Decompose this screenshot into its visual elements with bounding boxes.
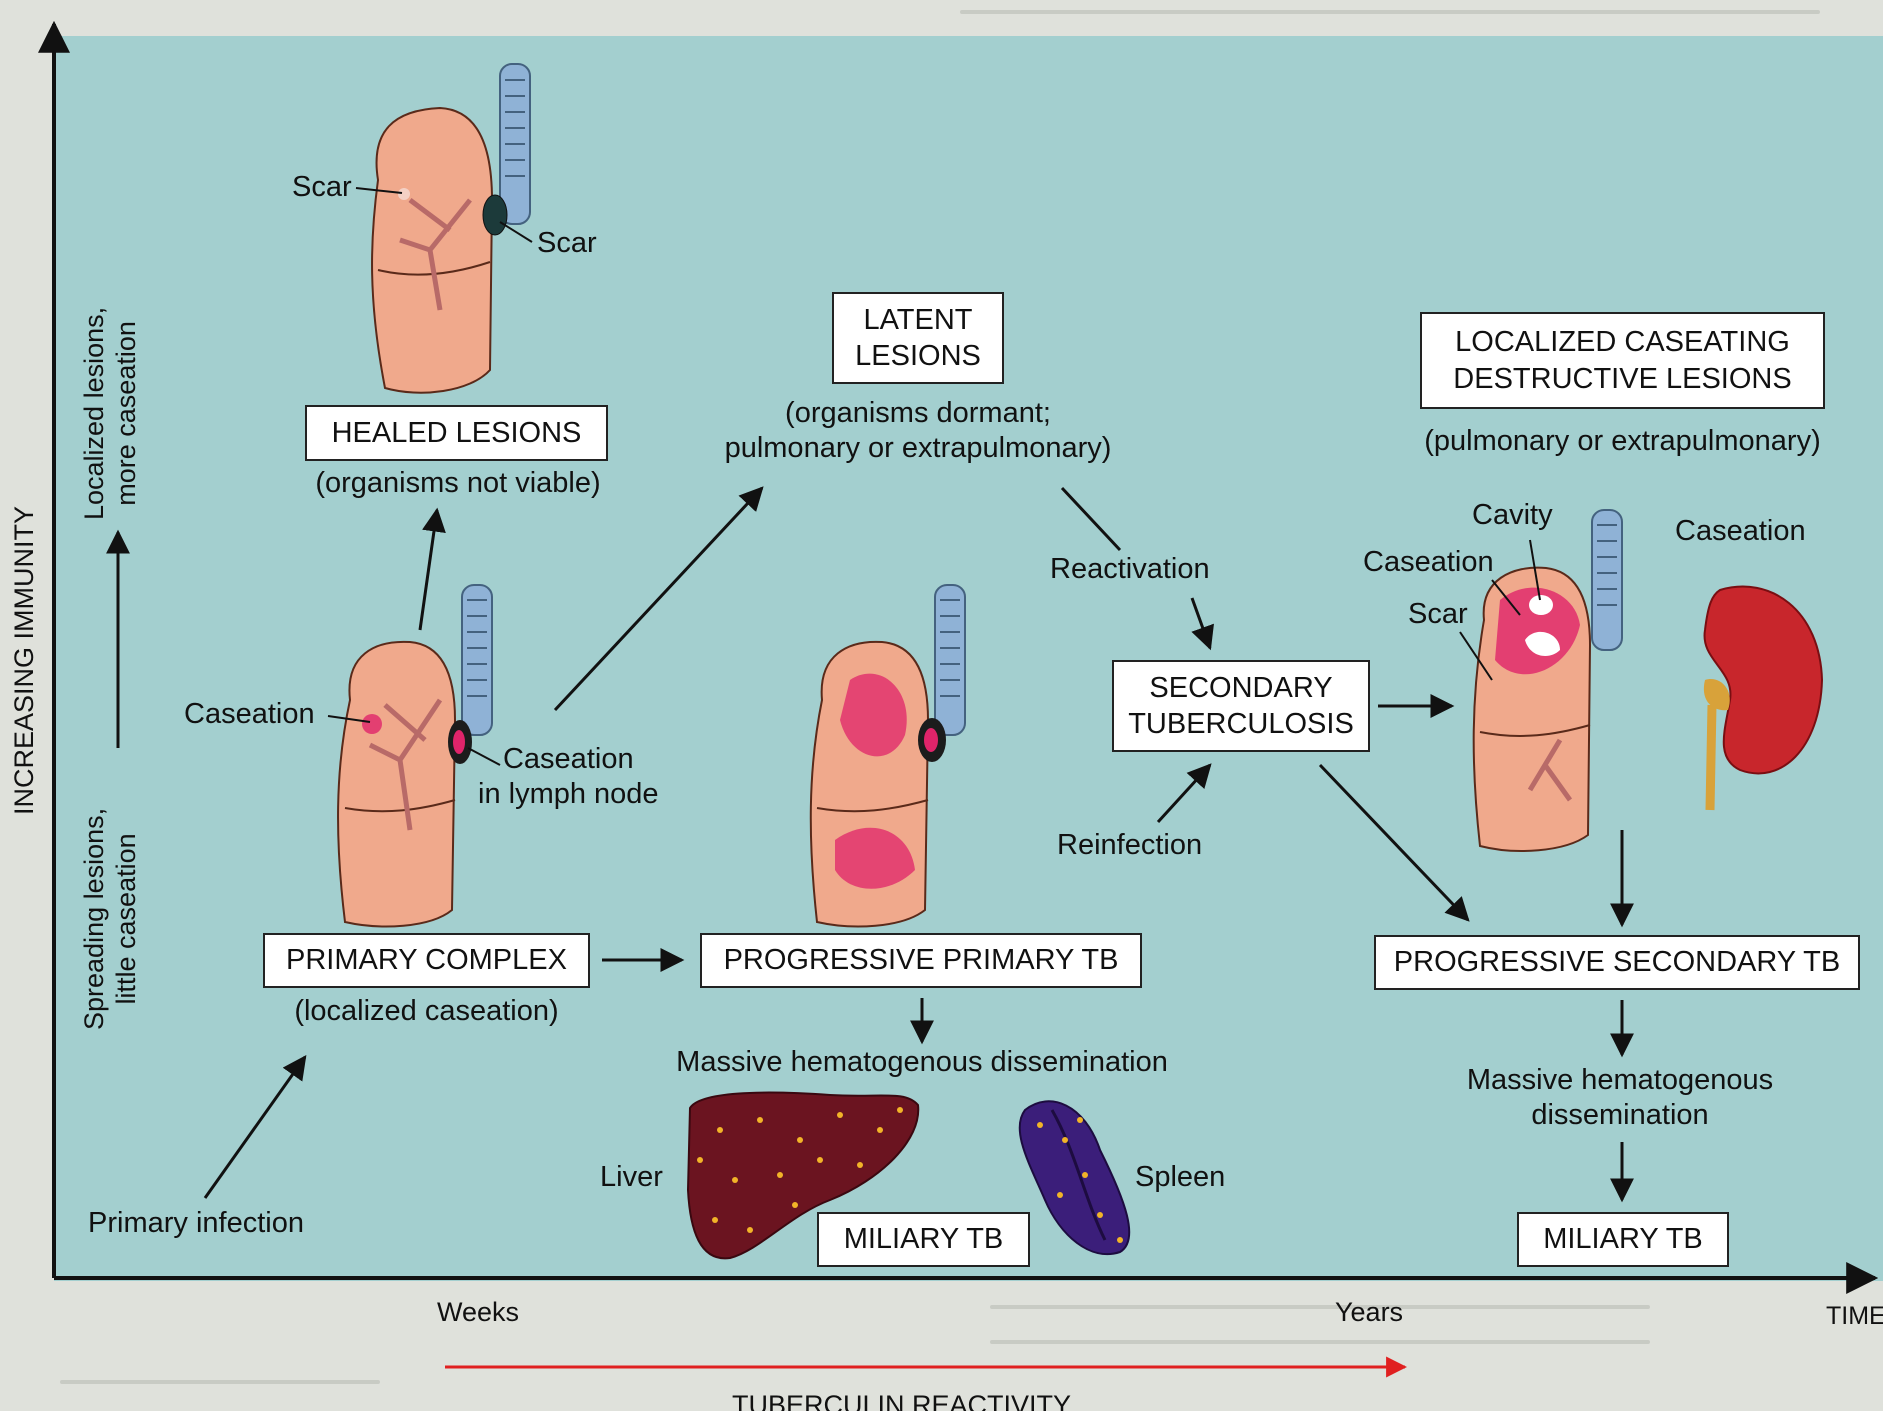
- y-upper-label: Localized lesions, more caseation: [78, 307, 143, 520]
- y-upper-line-2: more caseation: [110, 307, 142, 520]
- arrow-latent-reactivation: [1062, 488, 1120, 550]
- healed-lesions-box: HEALED LESIONS: [305, 405, 608, 461]
- x-axis-label: TIME: [1826, 1302, 1883, 1331]
- liver-label: Liver: [600, 1160, 663, 1195]
- massive-right-line-2: dissemination: [1440, 1098, 1800, 1133]
- spleen: [1020, 1101, 1130, 1254]
- latent-note-line-2: pulmonary or extrapulmonary): [708, 431, 1128, 466]
- latent-lesions-line-1: LATENT: [844, 302, 992, 338]
- latent-lesions-line-2: LESIONS: [844, 338, 992, 374]
- primary-complex-box: PRIMARY COMPLEX: [263, 933, 590, 988]
- secondary-lung: [1474, 510, 1622, 851]
- tuberculin-label: TUBERCULIN REACTIVITY: [732, 1390, 1071, 1411]
- secondary-tb-box: SECONDARY TUBERCULOSIS: [1112, 660, 1370, 752]
- arrow-secondary-to-progressive: [1320, 765, 1468, 920]
- caseation-node-line-2: in lymph node: [478, 777, 659, 812]
- scar-secondary-label: Scar: [1408, 597, 1468, 632]
- localized-lesions-line-2: DESTRUCTIVE LESIONS: [1432, 361, 1813, 397]
- primary-infection-label: Primary infection: [88, 1206, 304, 1241]
- caseation-node-label: Caseation in lymph node: [478, 742, 659, 813]
- progressive-lung: [811, 585, 965, 926]
- caseation-kidney-label: Caseation: [1675, 514, 1806, 549]
- primary-note: (localized caseation): [263, 994, 590, 1029]
- x-tick-weeks: Weeks: [437, 1297, 519, 1328]
- y-lower-line-2: little caseation: [110, 808, 142, 1030]
- localized-note: (pulmonary or extrapulmonary): [1410, 424, 1835, 459]
- caseation-node-line-1: Caseation: [478, 742, 659, 777]
- progressive-secondary-text: PROGRESSIVE SECONDARY TB: [1386, 944, 1848, 980]
- secondary-tb-line-2: TUBERCULOSIS: [1124, 706, 1358, 742]
- miliary-tb-right-text: MILIARY TB: [1529, 1221, 1717, 1257]
- miliary-tb-left-box: MILIARY TB: [817, 1212, 1030, 1267]
- massive-dissemination-right: Massive hematogenous dissemination: [1440, 1063, 1800, 1134]
- miliary-tb-right-box: MILIARY TB: [1517, 1212, 1729, 1267]
- arrow-primary-to-latent: [555, 488, 762, 710]
- arrow-primary-to-healed: [420, 510, 437, 630]
- reinfection-label: Reinfection: [1057, 828, 1202, 863]
- scar-lung-label: Scar: [292, 170, 352, 205]
- spleen-label: Spleen: [1135, 1160, 1225, 1195]
- progressive-primary-text: PROGRESSIVE PRIMARY TB: [712, 942, 1130, 978]
- primary-complex-text: PRIMARY COMPLEX: [275, 942, 578, 978]
- localized-lesions-line-1: LOCALIZED CASEATING: [1432, 324, 1813, 360]
- y-upper-line-1: Localized lesions,: [78, 307, 110, 520]
- y-lower-label: Spreading lesions, little caseation: [78, 808, 143, 1030]
- secondary-tb-line-1: SECONDARY: [1124, 670, 1358, 706]
- arrow-reinfection-secondary: [1158, 765, 1210, 822]
- massive-dissemination-left: Massive hematogenous dissemination: [652, 1045, 1192, 1080]
- healed-note: (organisms not viable): [308, 466, 608, 501]
- healed-lesions-text: HEALED LESIONS: [317, 415, 596, 451]
- scar-node-label: Scar: [537, 226, 597, 261]
- localized-lesions-box: LOCALIZED CASEATING DESTRUCTIVE LESIONS: [1420, 312, 1825, 409]
- cavity-label: Cavity: [1472, 498, 1553, 533]
- caseation-secondary-label: Caseation: [1363, 545, 1494, 580]
- arrow-infection: [205, 1057, 305, 1198]
- y-axis-label: INCREASING IMMUNITY: [8, 506, 40, 815]
- latent-note: (organisms dormant; pulmonary or extrapu…: [708, 396, 1128, 467]
- progressive-primary-box: PROGRESSIVE PRIMARY TB: [700, 933, 1142, 988]
- progressive-secondary-box: PROGRESSIVE SECONDARY TB: [1374, 935, 1860, 990]
- arrow-reactivation-secondary: [1192, 598, 1210, 648]
- reactivation-label: Reactivation: [1050, 552, 1210, 587]
- primary-lung: [338, 585, 492, 926]
- miliary-tb-left-text: MILIARY TB: [829, 1221, 1018, 1257]
- y-lower-line-1: Spreading lesions,: [78, 808, 110, 1030]
- caseation-primary-label: Caseation: [184, 697, 315, 732]
- x-tick-years: Years: [1335, 1297, 1403, 1328]
- latent-note-line-1: (organisms dormant;: [708, 396, 1128, 431]
- kidney: [1704, 587, 1822, 810]
- healed-lung: [372, 64, 530, 393]
- massive-right-line-1: Massive hematogenous: [1440, 1063, 1800, 1098]
- latent-lesions-box: LATENT LESIONS: [832, 292, 1004, 384]
